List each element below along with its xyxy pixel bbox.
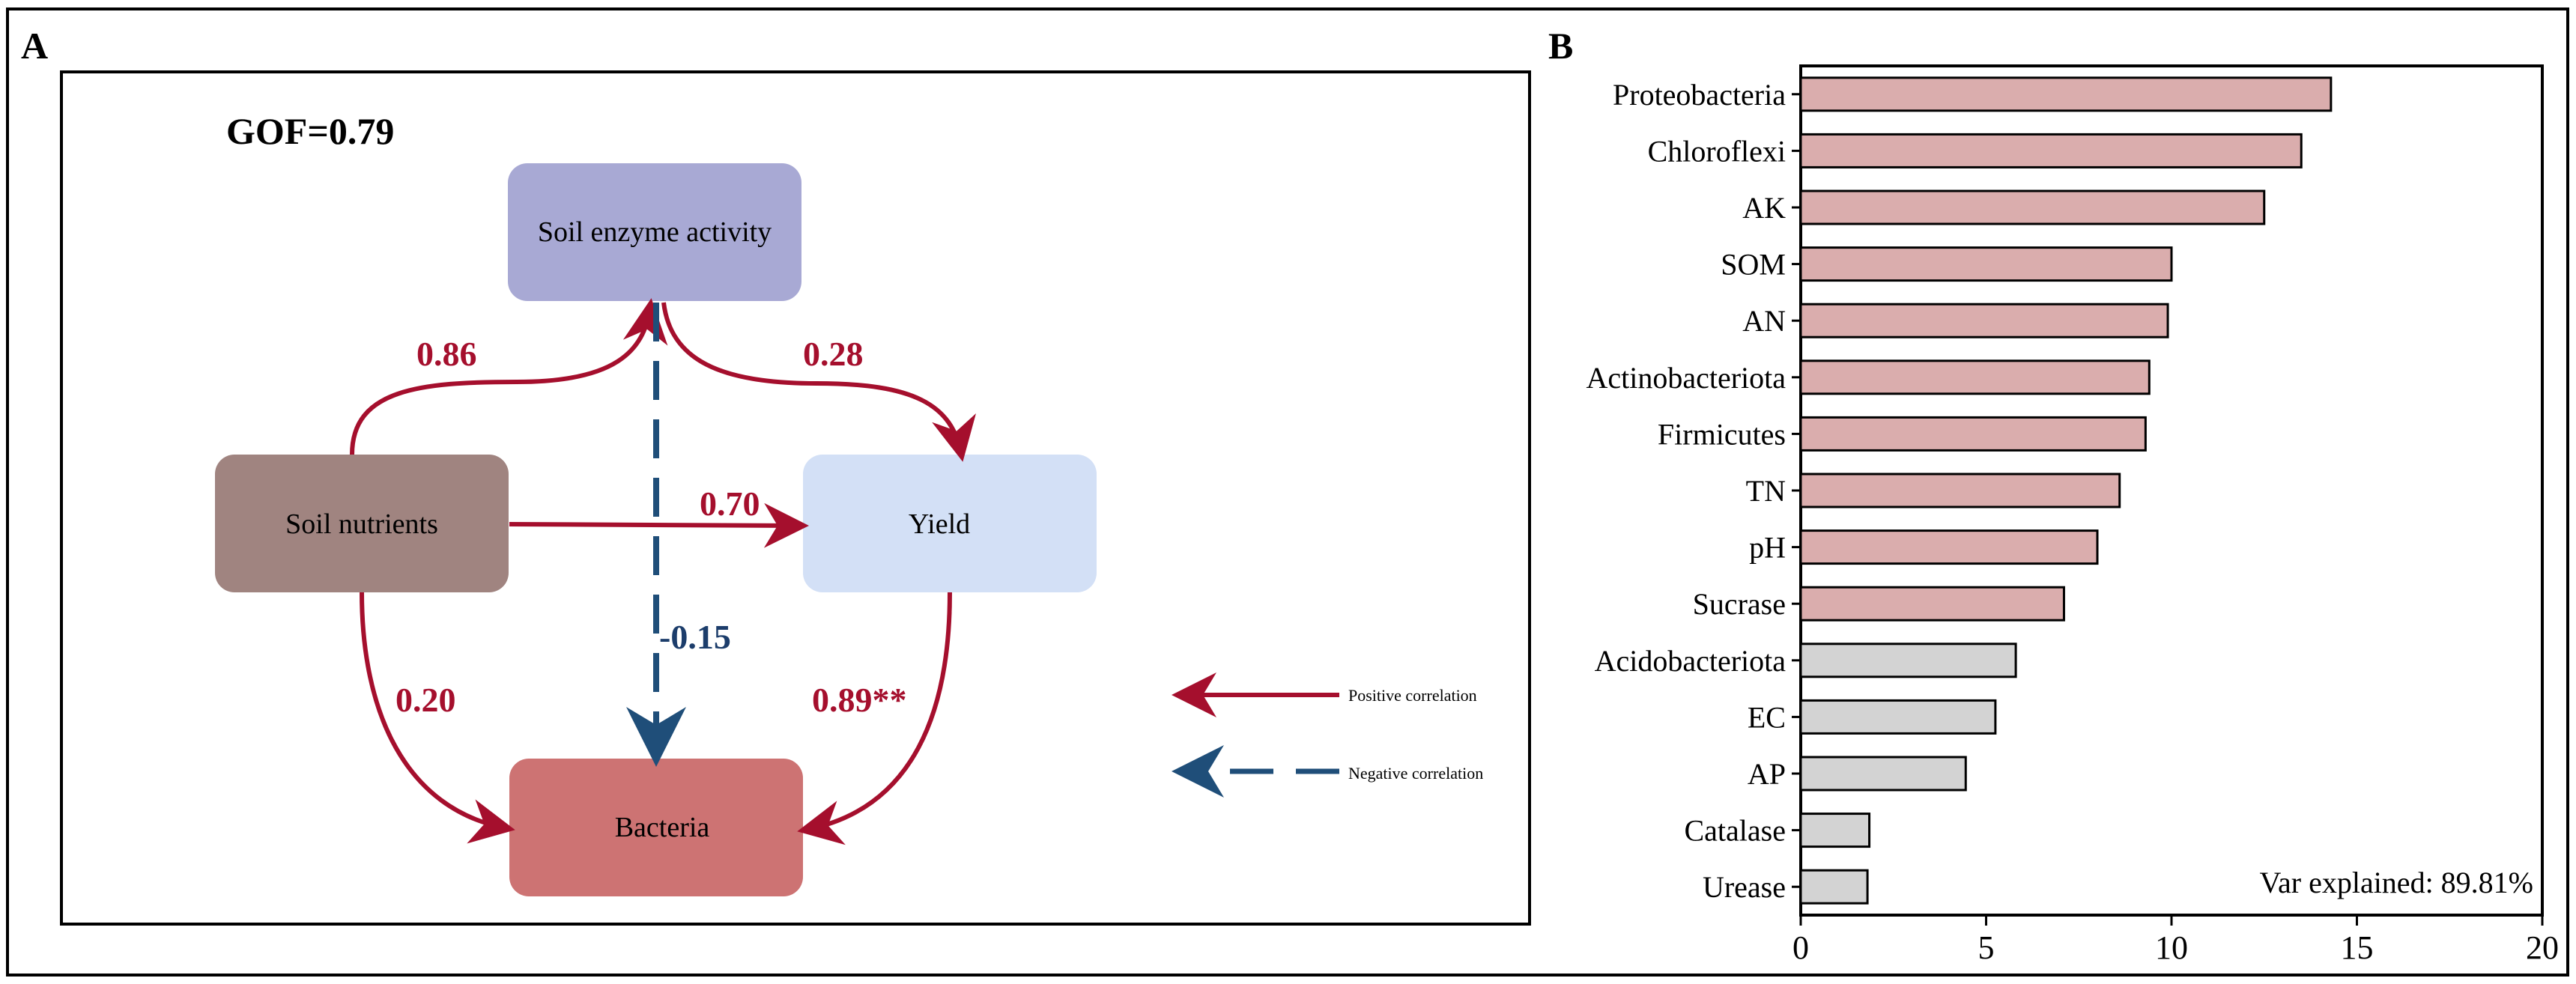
legend-negative-label: Negative correlation bbox=[1348, 764, 1483, 783]
bar bbox=[1799, 76, 2333, 112]
path-enzyme-to-yield bbox=[661, 302, 976, 462]
y-tick-label: AK bbox=[1742, 191, 1786, 225]
node-soil-nutrients-label: Soil nutrients bbox=[285, 508, 438, 540]
coef-nutrients-enzyme: 0.86 bbox=[416, 335, 477, 373]
coef-yield-bacteria: 0.89** bbox=[812, 681, 907, 719]
bar bbox=[1799, 756, 1967, 792]
var-explained-annotation: Var explained: 89.81% bbox=[2260, 866, 2533, 899]
y-tick-label: Chloroflexi bbox=[1648, 134, 1786, 168]
node-bacteria-label: Bacteria bbox=[615, 812, 710, 843]
y-tick-label: Urease bbox=[1703, 870, 1786, 904]
coef-nutrients-bacteria: 0.20 bbox=[396, 681, 456, 719]
x-tick-label: 10 bbox=[2155, 929, 2188, 966]
bar bbox=[1799, 529, 2099, 565]
y-tick-label: Actinobacteriota bbox=[1586, 361, 1786, 395]
coef-nutrients-yield: 0.70 bbox=[700, 485, 760, 523]
bar bbox=[1799, 189, 2266, 225]
bar bbox=[1799, 416, 2147, 452]
gof-label: GOF=0.79 bbox=[226, 110, 394, 152]
bar bbox=[1799, 586, 2065, 622]
x-tick-label: 5 bbox=[1978, 929, 1995, 966]
y-tick-label: EC bbox=[1748, 700, 1786, 734]
x-tick-label: 0 bbox=[1792, 929, 1809, 966]
bar bbox=[1799, 643, 2017, 678]
y-tick-label: Acidobacteriota bbox=[1595, 644, 1786, 678]
bar bbox=[1799, 813, 1871, 848]
panel-a-frame bbox=[60, 70, 1531, 926]
bar bbox=[1799, 359, 2151, 395]
bar bbox=[1799, 246, 2173, 282]
node-bacteria bbox=[509, 759, 803, 896]
bar bbox=[1799, 473, 2121, 508]
coef-enzyme-bacteria: -0.15 bbox=[659, 618, 731, 656]
panel-b-label: B bbox=[1548, 25, 1573, 67]
node-soil-enzyme-activity bbox=[508, 163, 801, 301]
node-soil-enzyme-activity-label: Soil enzyme activity bbox=[538, 216, 772, 248]
legend-positive-label: Positive correlation bbox=[1348, 686, 1477, 705]
y-tick-label: Firmicutes bbox=[1658, 417, 1786, 451]
path-nutrients-to-yield bbox=[509, 502, 809, 548]
y-tick-label: TN bbox=[1746, 474, 1786, 508]
y-tick-label: Sucrase bbox=[1693, 587, 1786, 621]
y-tick-label: SOM bbox=[1721, 248, 1786, 282]
y-tick-label: AN bbox=[1742, 304, 1786, 338]
path-nutrients-to-bacteria bbox=[360, 592, 515, 844]
bar bbox=[1799, 303, 2169, 338]
node-yield-label: Yield bbox=[909, 508, 970, 540]
figure-border bbox=[6, 7, 2569, 977]
bar bbox=[1799, 869, 1869, 905]
path-yield-to-bacteria bbox=[797, 592, 952, 845]
y-tick-label: Catalase bbox=[1685, 814, 1786, 848]
y-tick-label: pH bbox=[1749, 531, 1786, 565]
bar bbox=[1799, 133, 2303, 168]
node-yield bbox=[803, 455, 1097, 592]
y-tick-label: Proteobacteria bbox=[1613, 78, 1786, 112]
node-soil-nutrients bbox=[215, 455, 509, 592]
coef-enzyme-yield: 0.28 bbox=[803, 335, 864, 373]
panel-a: A GOF=0.79 Soil enzyme activity Soil nut… bbox=[21, 25, 1531, 926]
x-tick-label: 15 bbox=[2341, 929, 2374, 966]
path-nutrients-to-enzyme bbox=[350, 298, 668, 455]
y-tick-label: AP bbox=[1748, 757, 1786, 791]
bar bbox=[1799, 699, 1997, 735]
panel-a-label: A bbox=[21, 25, 48, 67]
x-tick-label: 20 bbox=[2526, 929, 2559, 966]
